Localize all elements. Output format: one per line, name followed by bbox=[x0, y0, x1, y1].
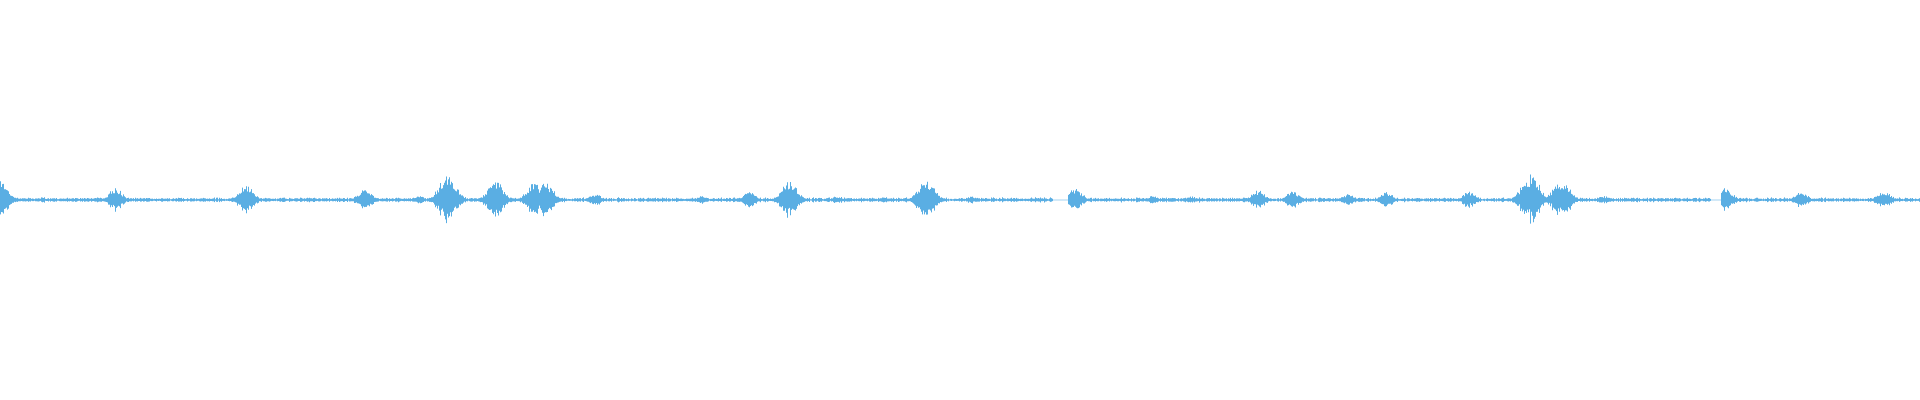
waveform-trace bbox=[0, 174, 1920, 224]
